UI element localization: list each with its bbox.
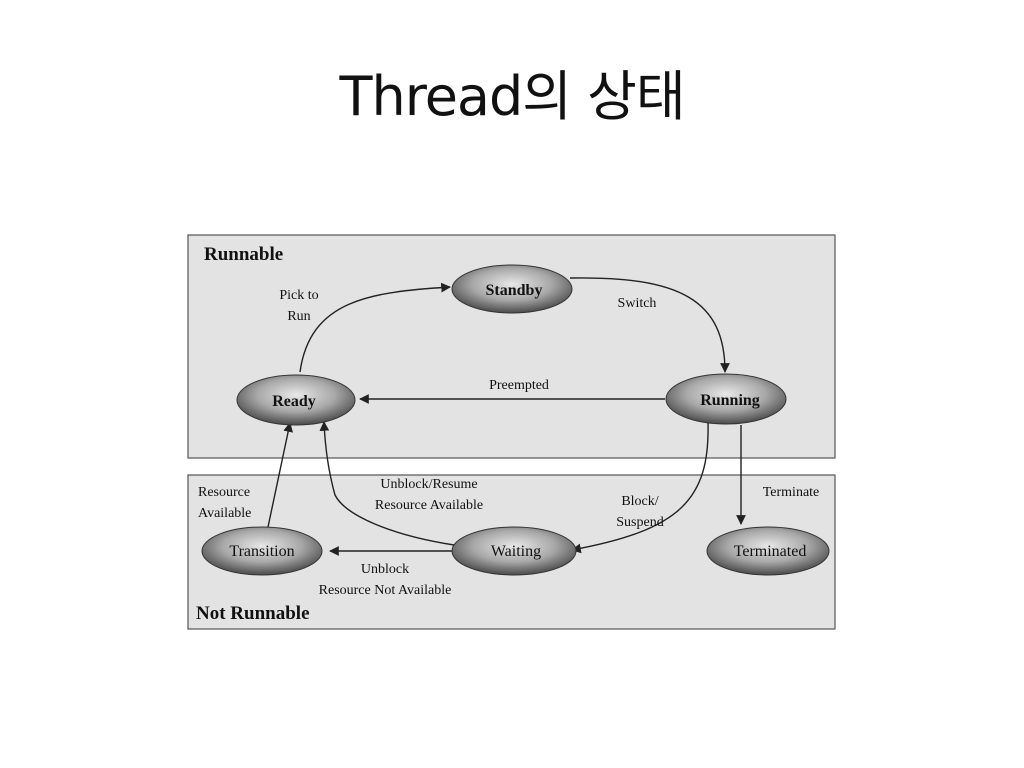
label-block-suspend-1: Block/ bbox=[621, 494, 658, 509]
state-ready: Ready bbox=[236, 374, 356, 426]
label-block-suspend-2: Suspend bbox=[616, 515, 663, 530]
state-running: Running bbox=[665, 373, 787, 425]
label-switch: Switch bbox=[618, 296, 657, 311]
label-unblock-not-available-2: Resource Not Available bbox=[319, 583, 452, 598]
state-waiting: Waiting bbox=[451, 526, 577, 576]
not-runnable-region-title: Not Runnable bbox=[196, 603, 310, 624]
edge-pick-to-run bbox=[299, 282, 451, 373]
label-pick-to-run-2: Run bbox=[287, 309, 310, 324]
state-terminated-label: Terminated bbox=[734, 543, 807, 560]
runnable-region-title: Runnable bbox=[204, 244, 283, 265]
state-standby: Standby bbox=[451, 264, 573, 314]
label-unblock-resume-1: Unblock/Resume bbox=[380, 477, 477, 492]
label-unblock-not-available-1: Unblock bbox=[361, 562, 409, 577]
label-resource-available-2: Available bbox=[198, 506, 251, 521]
state-transition: Transition bbox=[201, 526, 323, 576]
label-resource-available-1: Resource bbox=[198, 485, 250, 500]
edge-resource-available bbox=[267, 422, 293, 528]
state-terminated: Terminated bbox=[706, 526, 830, 576]
edge-block-suspend bbox=[571, 421, 709, 554]
label-terminate: Terminate bbox=[763, 485, 820, 500]
state-ready-label: Ready bbox=[272, 393, 316, 410]
edge-switch bbox=[569, 277, 730, 373]
state-standby-label: Standby bbox=[486, 282, 543, 299]
state-waiting-label: Waiting bbox=[491, 543, 541, 560]
label-pick-to-run-1: Pick to bbox=[279, 288, 318, 303]
label-preempted: Preempted bbox=[489, 378, 549, 393]
state-running-label: Running bbox=[700, 392, 760, 409]
label-unblock-resume-2: Resource Available bbox=[375, 498, 483, 513]
state-transition-label: Transition bbox=[229, 543, 294, 560]
slide-title: Thread의 상태 bbox=[339, 65, 685, 128]
edge-unblock-resume bbox=[319, 421, 455, 546]
